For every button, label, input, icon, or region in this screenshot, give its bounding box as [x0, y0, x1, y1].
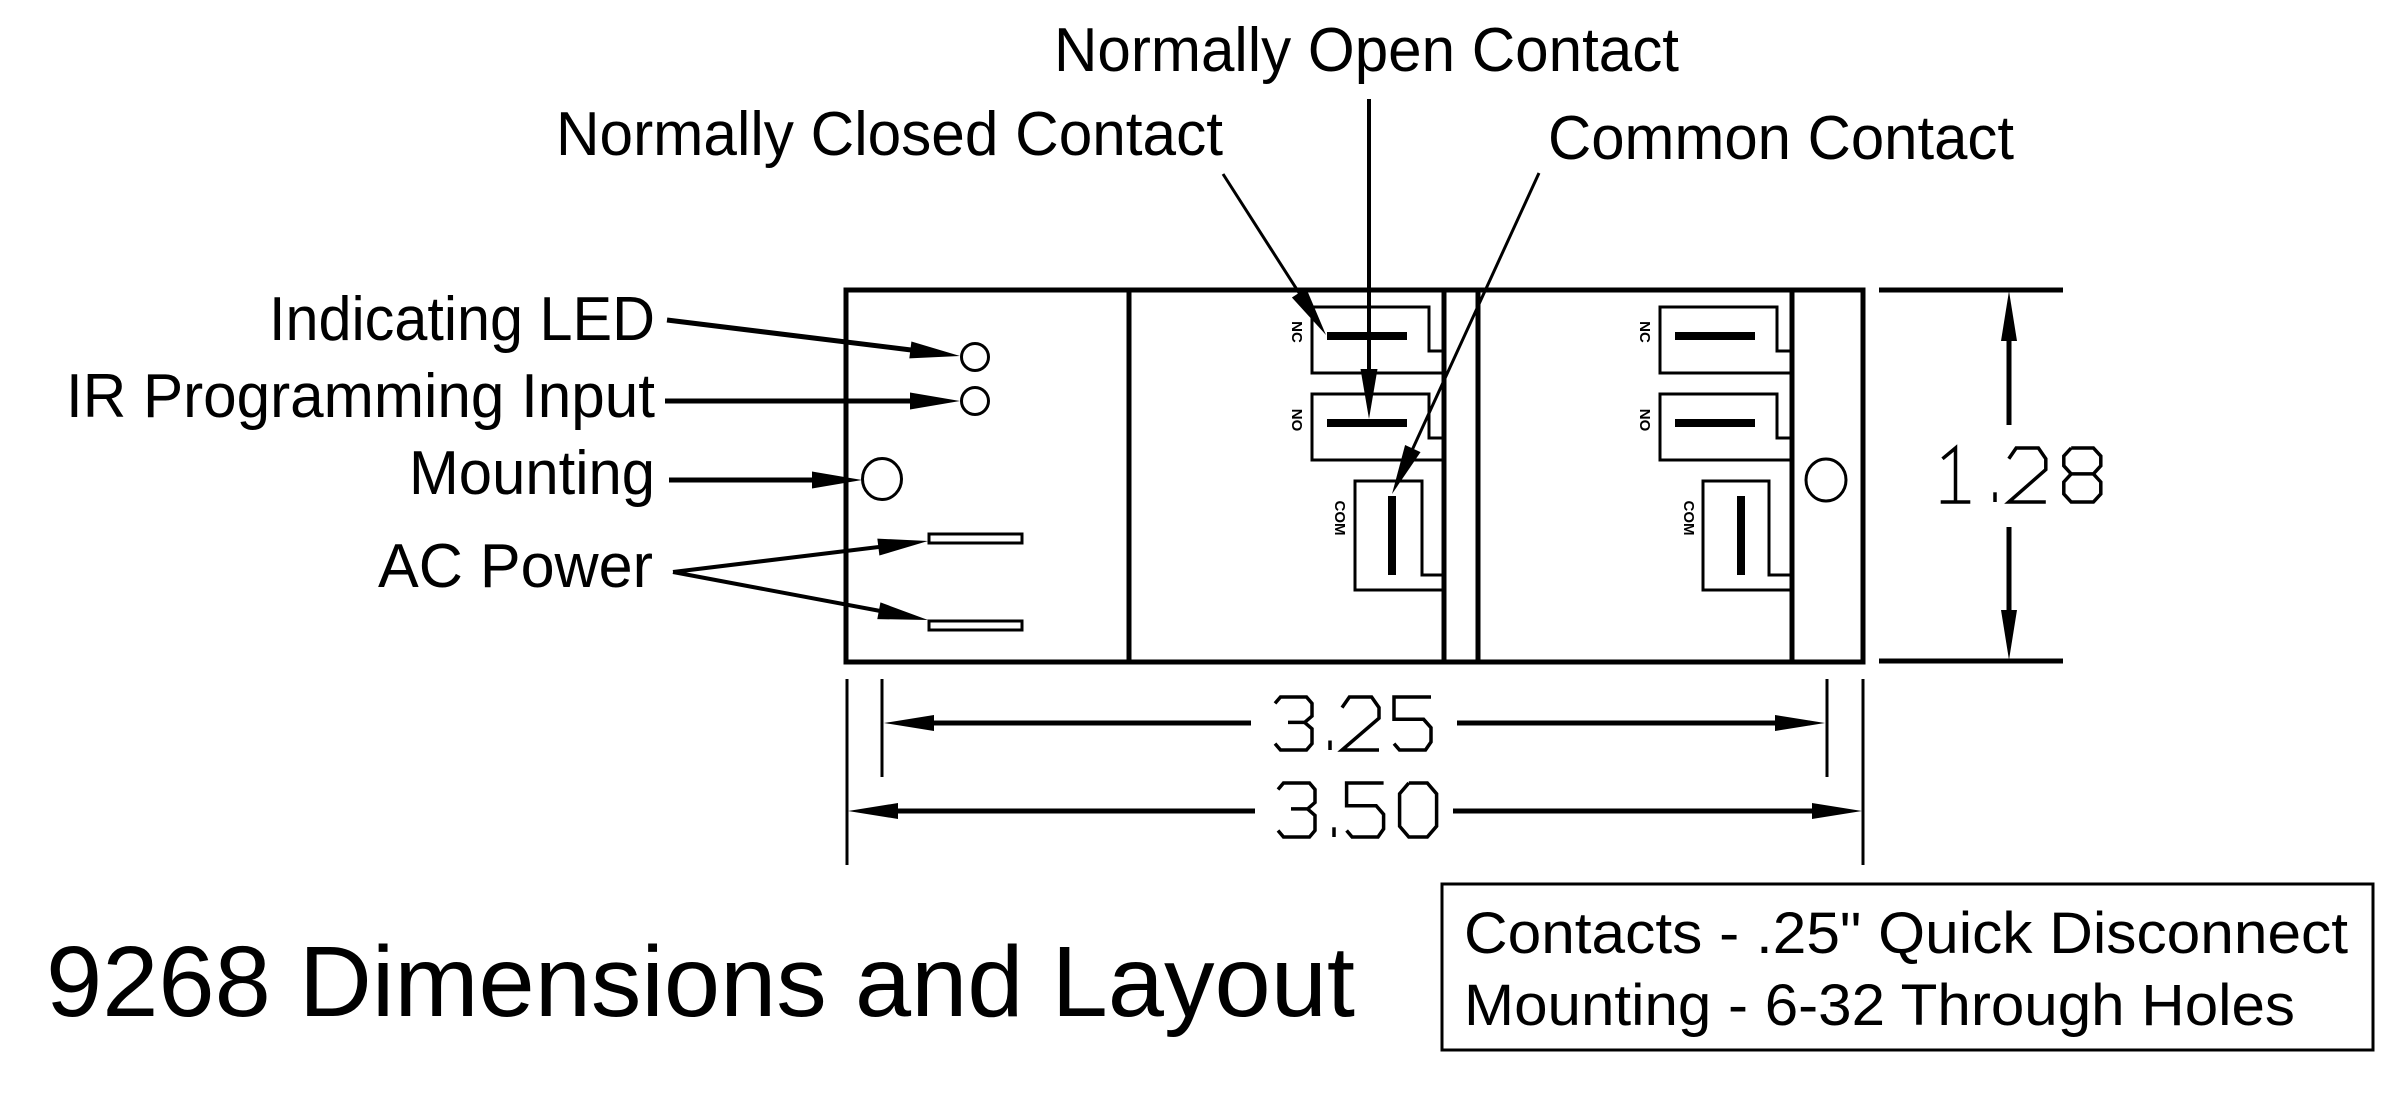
spacing-arrow-left: [884, 715, 934, 731]
indicating-led-label: Indicating LED: [269, 285, 655, 354]
digit-glyph-8: [2062, 446, 2103, 476]
relay2-nc-terminal: [1675, 332, 1755, 340]
common-contact-arrowhead: [1392, 445, 1421, 494]
digit-glyph-3: [1276, 807, 1317, 839]
normally-closed-contact-label: Normally Closed Contact: [556, 100, 1223, 169]
relay1-no-terminal: [1327, 419, 1407, 427]
mounting-label: Mounting: [409, 439, 655, 508]
height-dimension: 1.28: [1879, 287, 2103, 664]
ac-power-leader-1: [672, 542, 899, 574]
relay1-no-pin-label: NO: [1288, 409, 1305, 432]
ac-power-1-arrowhead: [877, 538, 928, 556]
relay1-com-housing: [1353, 479, 1446, 592]
mounting-arrowhead: [812, 471, 862, 489]
ac-power-terminal-1: [927, 532, 1024, 545]
digit-glyph-5: [1344, 781, 1386, 839]
common-contact-leader: [1403, 172, 1541, 468]
dimension-text: 3.25: [1275, 749, 1277, 751]
digit-glyph-5: [1392, 695, 1433, 752]
relay2-com-terminal: [1737, 496, 1745, 575]
digit-glyph-3: [1276, 781, 1317, 811]
digit-glyph-8: [2062, 472, 2103, 504]
drawing-title: 9268 Dimensions and Layout: [46, 926, 1355, 1038]
digit-glyph-2: [2004, 446, 2048, 504]
normally-closed-leader: [1221, 173, 1312, 311]
ac-power-label: AC Power: [378, 532, 653, 601]
overall-width-value: 3.50: [1276, 781, 1439, 839]
ac-power-leader-2: [672, 570, 899, 617]
ac-power-2-arrowhead: [877, 602, 928, 620]
height-arrow-down: [2001, 610, 2017, 660]
relay1-com-terminal: [1388, 496, 1396, 575]
ac-power-terminal-2: [927, 619, 1024, 632]
ir-programming-input: [960, 386, 990, 416]
digit-glyph-3: [1273, 695, 1314, 725]
common-contact-label: Common Contact: [1548, 104, 2014, 173]
note-contacts: Contacts - .25" Quick Disconnect: [1464, 901, 2348, 966]
indicating-led-arrowhead: [909, 341, 960, 359]
relay2-nc-housing: [1658, 305, 1794, 375]
spacing-arrow-right: [1775, 715, 1825, 731]
height-arrow-up: [2001, 291, 2017, 341]
spacing-dimension-value: 3.25: [1273, 695, 1433, 752]
dimension-text: 3.50: [1278, 836, 1280, 838]
overall-arrow-left: [848, 803, 898, 819]
mounting-hole-left: [861, 457, 903, 501]
relay2-no-pin-label: NO: [1636, 409, 1653, 432]
power-module: [861, 342, 1024, 632]
relay1-com-pin-label: COM: [1331, 501, 1348, 536]
normally-open-contact-label: Normally Open Contact: [1054, 16, 1679, 85]
dimension-text: 1.28: [1937, 501, 1939, 503]
relay1-nc-pin-label: NC: [1288, 321, 1305, 343]
relay2-no-terminal: [1675, 419, 1755, 427]
height-dimension-value: 1.28: [1937, 444, 2103, 504]
width-dimensions: 3.25 3.50: [845, 679, 1865, 865]
normally-open-arrowhead: [1360, 369, 1378, 419]
relay2-nc-pin-label: NC: [1636, 321, 1653, 343]
relay-2: NC NO COM: [1636, 305, 1848, 592]
relay2-no-housing: [1658, 392, 1794, 462]
digit-glyph-0: [1397, 781, 1439, 839]
leader-lines: [665, 99, 1541, 620]
indicating-led-leader: [666, 317, 931, 355]
ir-programming-input-label: IR Programming Input: [66, 362, 655, 431]
indicating-led: [960, 342, 990, 372]
digit-glyph-3: [1273, 721, 1314, 752]
digit-glyph-1: [1941, 444, 1958, 502]
normally-closed-arrowhead: [1291, 288, 1326, 335]
mounting-hole-right: [1804, 457, 1848, 503]
relay2-com-pin-label: COM: [1680, 501, 1697, 536]
notes-border: [1440, 882, 2375, 1052]
device-outline: [843, 287, 1866, 665]
device-body: [843, 287, 1866, 665]
relay2-com-housing: [1701, 479, 1794, 592]
notes-box: Contacts - .25" Quick Disconnect Mountin…: [1440, 882, 2375, 1052]
relay1-no-housing: [1310, 392, 1446, 462]
relay1-nc-housing: [1310, 305, 1446, 375]
digit-glyph-2: [1337, 695, 1381, 752]
overall-arrow-right: [1812, 803, 1862, 819]
ir-programming-input-arrowhead: [910, 392, 960, 410]
relay-1: NC NO COM: [1288, 305, 1446, 592]
note-mounting: Mounting - 6-32 Through Holes: [1464, 973, 2295, 1038]
